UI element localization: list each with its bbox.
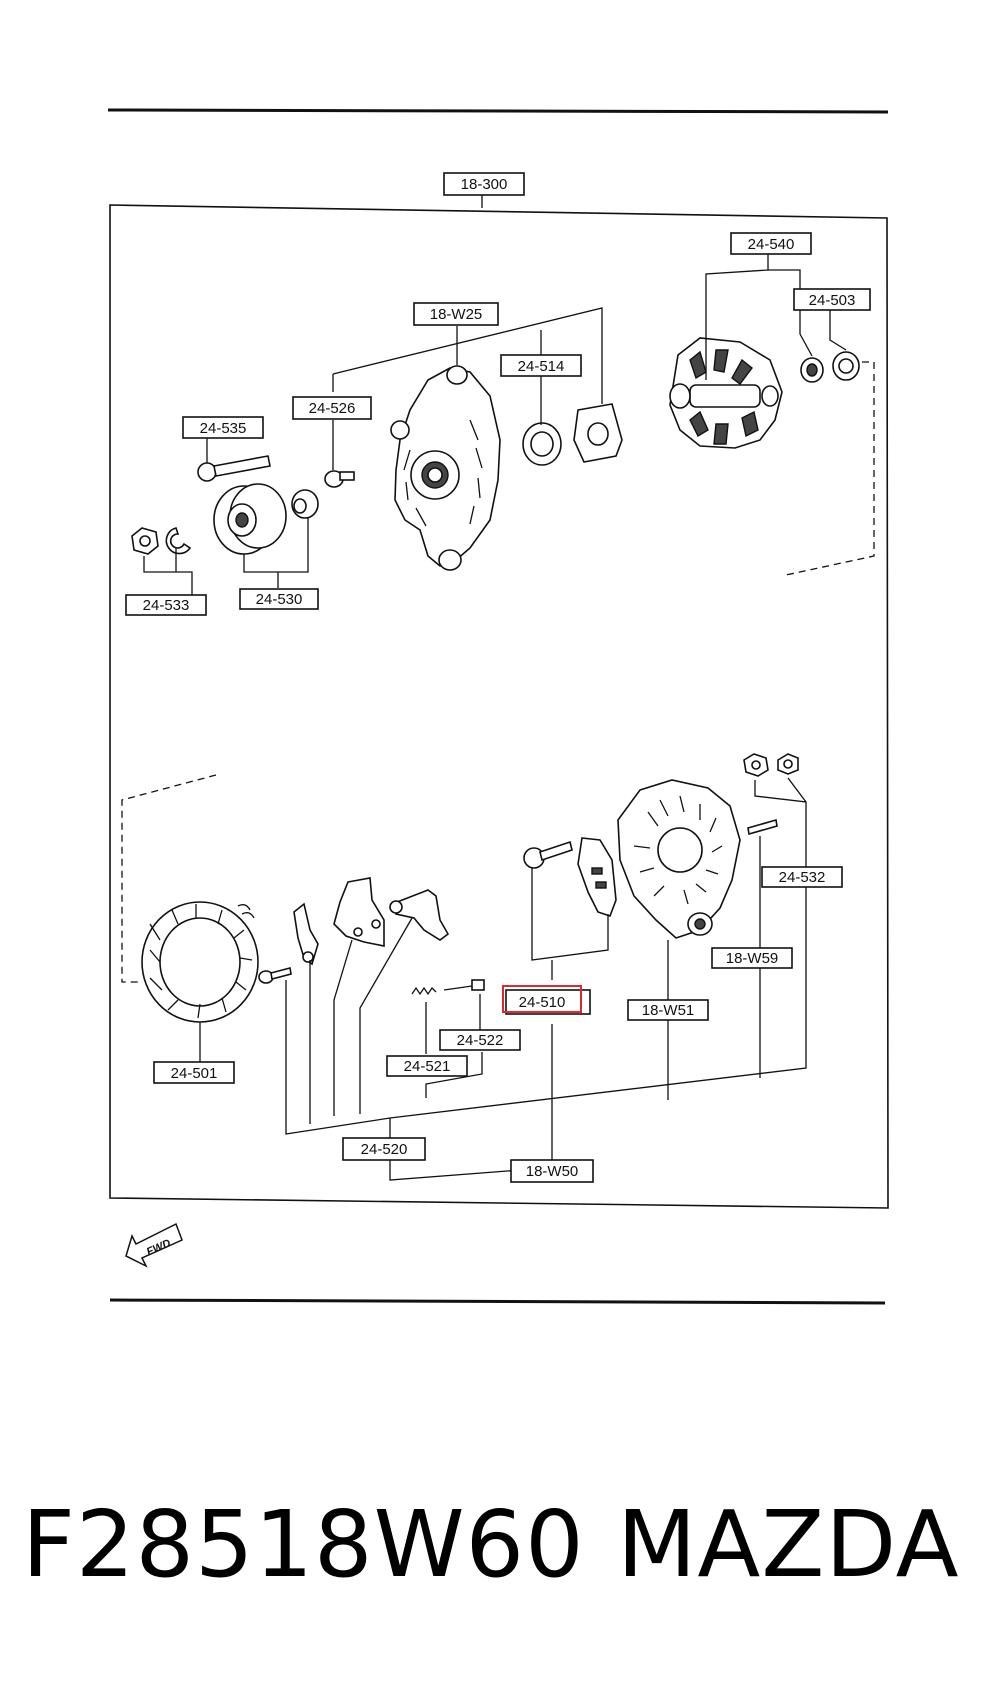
callout-text: 24-535	[200, 420, 247, 437]
callout-24-514[interactable]: 24-514	[500, 354, 582, 377]
stator	[141, 901, 259, 1023]
pulley	[213, 483, 287, 555]
callout-text: 24-533	[143, 597, 190, 614]
callout-text: 24-514	[518, 358, 565, 375]
callout-24-540[interactable]: 24-540	[730, 232, 812, 255]
callout-24-501[interactable]: 24-501	[153, 1061, 235, 1084]
callout-text: 18-W51	[642, 1002, 695, 1019]
callout-24-522[interactable]: 24-522	[439, 1029, 521, 1051]
assembly-frame	[109, 204, 889, 1209]
callout-text: 24-540	[748, 236, 795, 253]
callout-24-533[interactable]: 24-533	[125, 594, 207, 616]
highlight-box	[502, 985, 582, 1013]
callout-24-510[interactable]: 24-510	[502, 985, 591, 1015]
callout-24-530[interactable]: 24-530	[239, 588, 319, 610]
callout-text: 18-W59	[726, 950, 779, 967]
callout-18-W50[interactable]: 18-W50	[510, 1159, 594, 1183]
rectifier-bracket	[333, 877, 385, 947]
callout-text: 24-530	[256, 591, 303, 608]
callout-24-526[interactable]: 24-526	[292, 396, 372, 420]
bearing-small	[800, 357, 824, 383]
bottom-rule	[109, 1298, 886, 1305]
top-rule	[107, 108, 889, 114]
screw-small	[258, 967, 292, 984]
callout-24-535[interactable]: 24-535	[182, 416, 264, 439]
callout-text: 18-W25	[430, 306, 483, 323]
fwd-arrow: FWD	[125, 1222, 183, 1268]
callout-text: 24-520	[361, 1141, 408, 1158]
callout-24-521[interactable]: 24-521	[386, 1055, 468, 1077]
callout-text: 24-521	[404, 1058, 451, 1075]
callout-18-300[interactable]: 18-300	[443, 172, 525, 196]
rotor-assembly	[669, 337, 783, 449]
voltage-regulator	[577, 837, 617, 918]
callout-text: 24-526	[309, 400, 356, 417]
callout-text: 18-W50	[526, 1163, 579, 1180]
front-bracket	[390, 365, 501, 571]
callout-18-W51[interactable]: 18-W51	[627, 999, 709, 1021]
lock-washer	[165, 527, 192, 555]
callout-text: 24-532	[779, 869, 826, 886]
regulator-bolt	[523, 840, 573, 869]
callout-24-532[interactable]: 24-532	[761, 866, 843, 888]
screw-526	[324, 470, 355, 488]
callout-24-503[interactable]: 24-503	[793, 288, 871, 311]
terminal-wire	[443, 979, 485, 991]
spring	[411, 986, 437, 996]
rear-nut-2	[777, 753, 799, 775]
callout-text: 24-501	[171, 1065, 218, 1082]
parts-diagram: FWD 18-300 24-540 24-503 18-W25 24-514 2…	[107, 108, 889, 1305]
rear-nut-1	[743, 753, 769, 777]
callout-text: 18-300	[461, 176, 508, 193]
rectifier-plate	[293, 902, 319, 966]
callout-text: 24-510	[519, 994, 566, 1011]
bolt-535	[197, 455, 271, 482]
callout-18-W59[interactable]: 18-W59	[711, 947, 793, 969]
callout-18-W25[interactable]: 18-W25	[413, 302, 499, 326]
nut	[131, 527, 159, 555]
front-bearing	[522, 422, 562, 466]
footer: F28518W60 MAZDA	[0, 1490, 992, 1610]
brush-holder	[389, 889, 450, 941]
retainer-plate	[573, 403, 623, 463]
callout-text: 24-503	[809, 292, 856, 309]
bearing-large	[832, 351, 860, 381]
part-number: F28518W60	[22, 1491, 585, 1598]
rear-bracket	[617, 779, 741, 939]
spacer	[291, 489, 319, 519]
callout-24-520[interactable]: 24-520	[342, 1137, 426, 1161]
stud-bolt	[747, 818, 778, 836]
callout-text: 24-522	[457, 1032, 504, 1049]
brand-name: MAZDA	[617, 1491, 960, 1598]
